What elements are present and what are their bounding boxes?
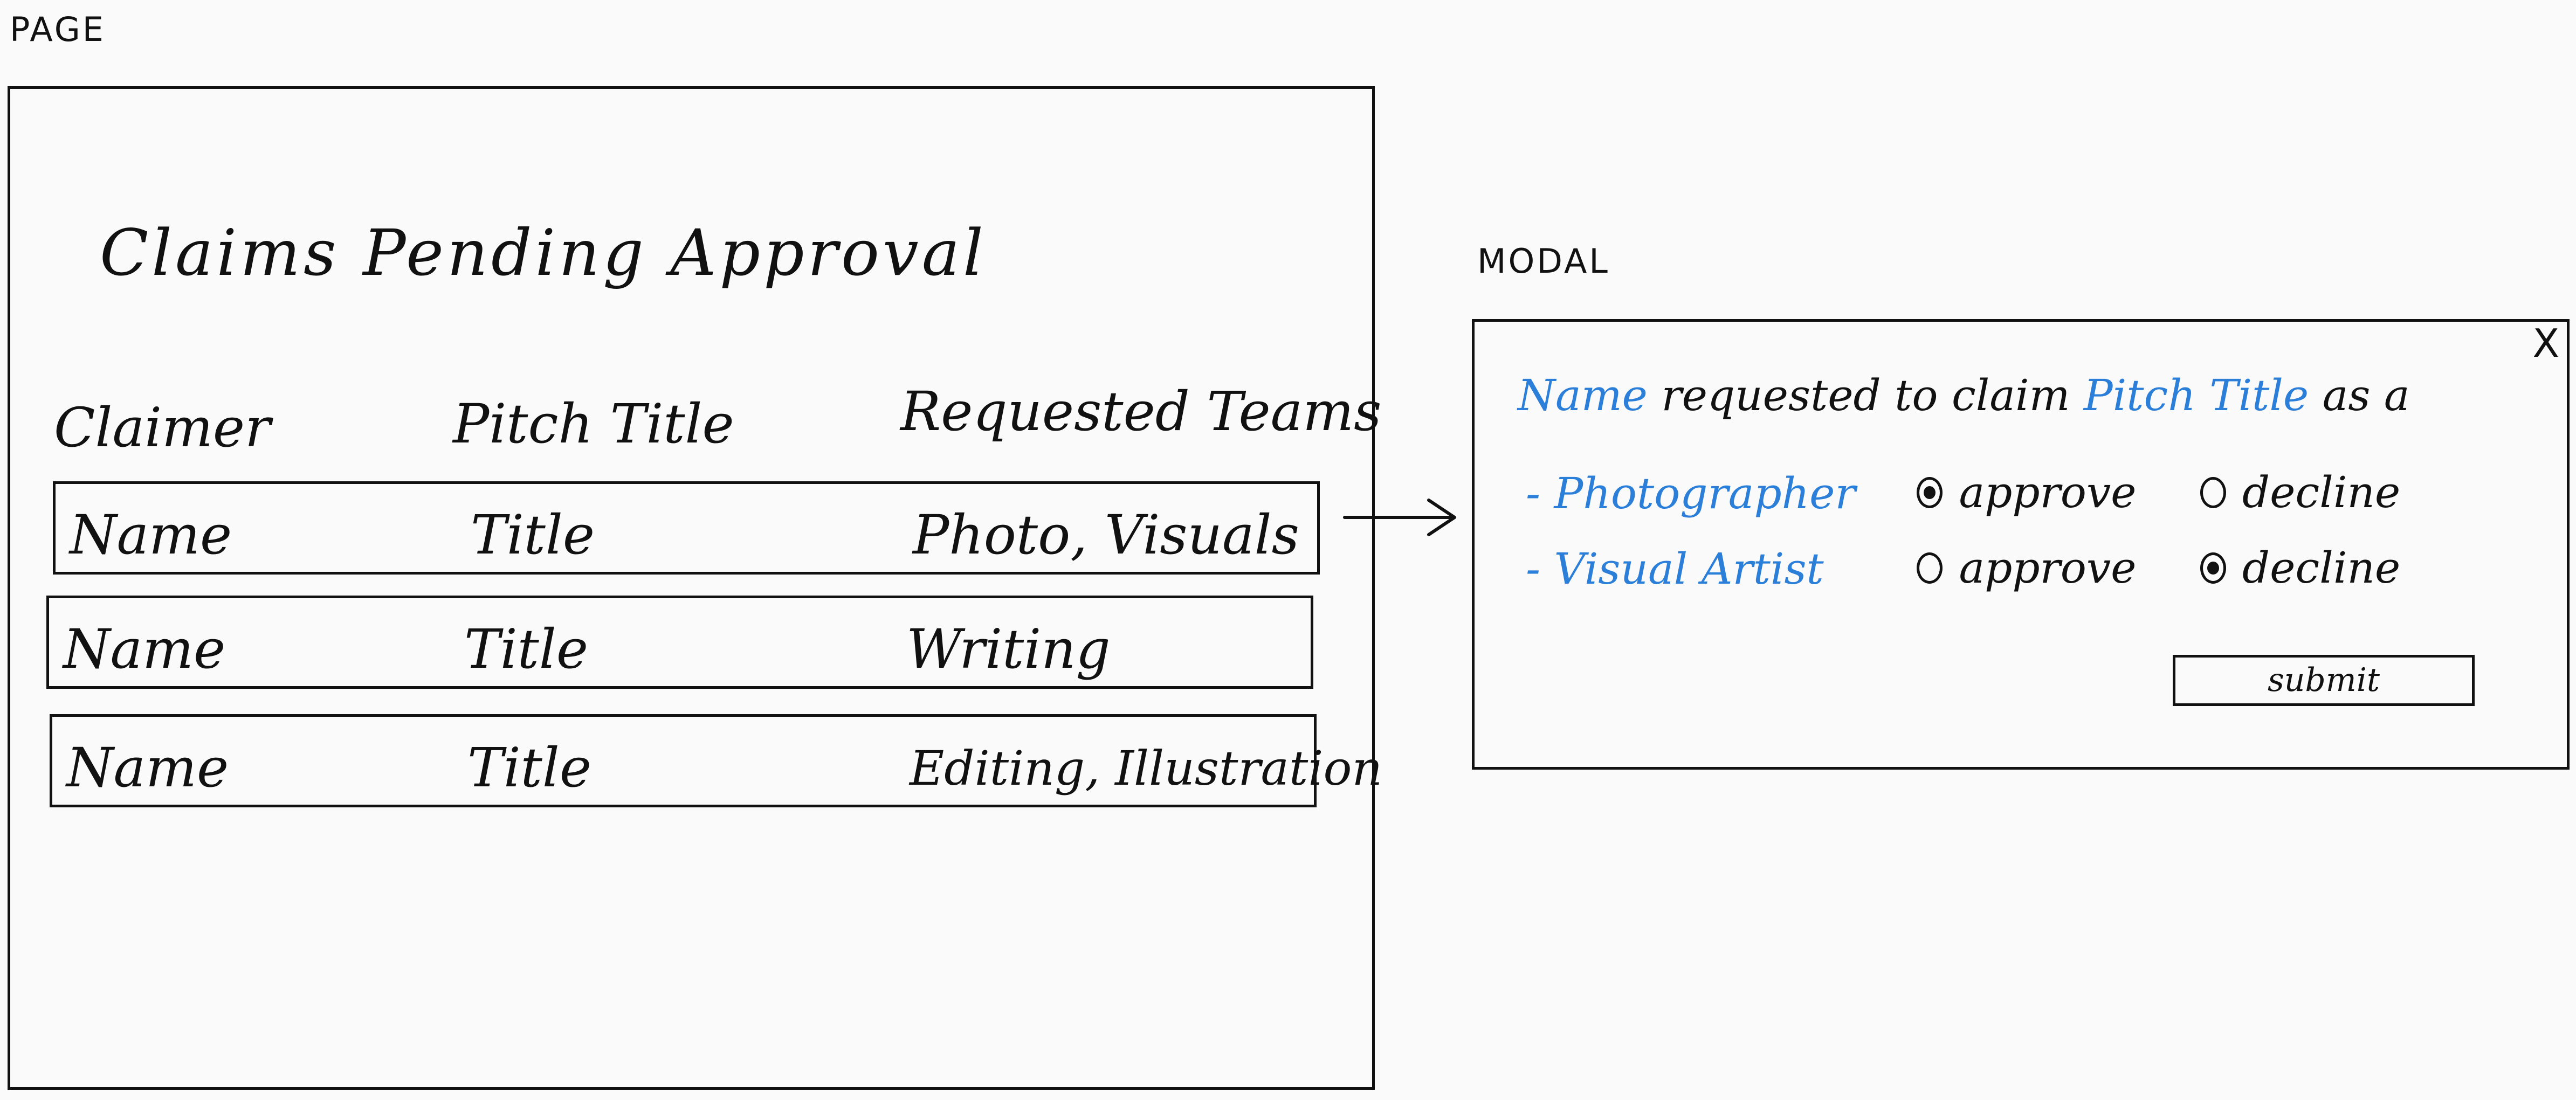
approve-radio[interactable]: [1917, 476, 1943, 508]
decline-label: decline: [2242, 467, 2401, 517]
approve-label: approve: [1959, 543, 2137, 593]
claimer-name-link[interactable]: Name: [1518, 370, 1648, 420]
claim-row[interactable]: Name Title Photo, Visuals: [53, 481, 1320, 575]
decline-option[interactable]: decline: [2200, 467, 2400, 517]
submit-button[interactable]: submit: [2173, 655, 2475, 706]
column-header-requested-teams: Requested Teams: [900, 380, 1382, 443]
page-section-label: PAGE: [10, 10, 106, 49]
column-header-claimer: Claimer: [54, 396, 271, 459]
claimer-name: Name: [63, 618, 226, 681]
pitch-title: Title: [464, 618, 589, 681]
claimer-name: Name: [70, 503, 232, 566]
requested-teams: Editing, Illustration: [910, 741, 1383, 796]
approval-modal: X Name requested to claim Pitch Title as…: [1472, 319, 2570, 770]
team-label-visual-artist: - Visual Artist: [1526, 543, 1824, 594]
approve-label: approve: [1959, 467, 2137, 517]
requested-teams: Writing: [906, 618, 1111, 681]
decline-label: decline: [2242, 543, 2401, 593]
claim-row[interactable]: Name Title Writing: [46, 596, 1313, 689]
approve-option[interactable]: approve: [1917, 543, 2186, 593]
decline-radio[interactable]: [2200, 476, 2226, 508]
pitch-title: Title: [471, 503, 595, 566]
team-decision-row: - Visual Artist approve decline: [1526, 543, 2400, 594]
message-text-suffix: as a: [2322, 370, 2410, 420]
team-decision-row: - Photographer approve decline: [1526, 467, 2400, 518]
approve-option[interactable]: approve: [1917, 467, 2186, 517]
decline-option[interactable]: decline: [2200, 543, 2400, 593]
column-header-pitch-title: Pitch Title: [453, 392, 734, 455]
claimer-name: Name: [66, 736, 229, 799]
page-title: Claims Pending Approval: [100, 216, 987, 290]
message-text: requested to claim: [1661, 370, 2070, 420]
arrow-right-icon: [1343, 499, 1456, 536]
pitch-title: Title: [467, 736, 592, 799]
team-label-photographer: - Photographer: [1526, 468, 1856, 518]
modal-message: Name requested to claim Pitch Title as a: [1518, 370, 2410, 420]
claim-row[interactable]: Name Title Editing, Illustration: [50, 714, 1382, 807]
pitch-title-link[interactable]: Pitch Title: [2083, 370, 2309, 420]
page-frame: [8, 86, 1375, 1090]
requested-teams: Photo, Visuals: [913, 503, 1299, 566]
modal-section-label: MODAL: [1477, 241, 1610, 281]
approve-radio[interactable]: [1917, 552, 1943, 584]
close-icon[interactable]: X: [2532, 321, 2559, 366]
decline-radio[interactable]: [2200, 552, 2226, 584]
